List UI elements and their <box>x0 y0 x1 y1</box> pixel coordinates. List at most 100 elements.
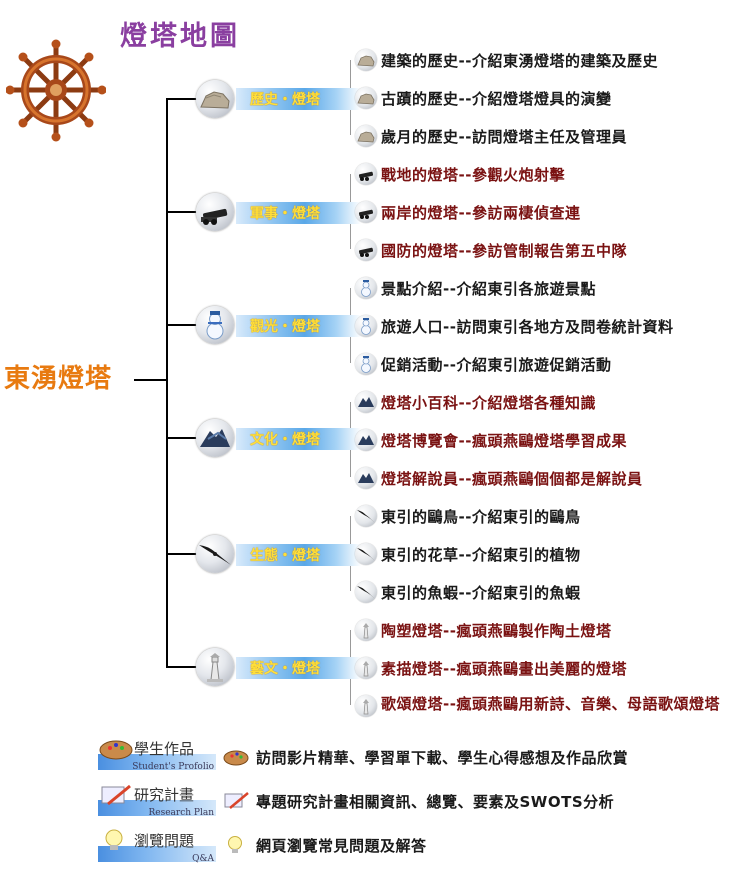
item-text: 國防的燈塔--參訪管制報告第五中隊 <box>381 241 627 260</box>
snowman-icon <box>355 353 377 375</box>
gull-icon <box>355 505 377 527</box>
gull-icon <box>355 581 377 603</box>
branch-line <box>166 553 198 555</box>
item-text: 素描燈塔--瘋頭燕鷗畫出美麗的燈塔 <box>381 659 627 678</box>
branch-line <box>166 666 198 668</box>
seabird-icon <box>355 391 377 413</box>
item-text: 建築的歷史--介紹東湧燈塔的建築及歷史 <box>381 51 658 70</box>
category-arts[interactable]: 藝文・燈塔 <box>250 661 320 677</box>
lightbulb-icon <box>228 836 242 853</box>
button-bar <box>98 754 216 770</box>
item-link[interactable]: 旅遊人口--訪問東引各地方及問卷統計資料 <box>355 314 673 338</box>
item-link[interactable]: 歌頌燈塔--瘋頭燕鷗用新詩、音樂、母語歌頌燈塔 <box>355 694 721 736</box>
tree-trunk <box>166 98 168 667</box>
branch-line <box>166 437 198 439</box>
item-link[interactable]: 燈塔解說員--瘋頭燕鷗個個都是解說員 <box>355 466 642 490</box>
item-text: 東引的鷗鳥--介紹東引的鷗鳥 <box>381 507 581 526</box>
item-link[interactable]: 國防的燈塔--參訪管制報告第五中隊 <box>355 238 627 262</box>
item-link[interactable]: 兩岸的燈塔--參訪兩棲偵查連 <box>355 200 580 224</box>
category-banner <box>236 544 361 566</box>
category-ecology[interactable]: 生態・燈塔 <box>250 548 320 564</box>
lighthouse-icon <box>355 619 377 641</box>
item-text: 東引的魚蝦--介紹東引的魚蝦 <box>381 583 581 602</box>
seabird-icon[interactable] <box>196 419 234 457</box>
cannon-icon <box>355 163 377 185</box>
rock-icon[interactable] <box>196 80 234 118</box>
item-text: 旅遊人口--訪問東引各地方及問卷統計資料 <box>381 317 674 336</box>
bottom-link-text: 專題研究計畫相關資訊、總覽、要素及SWOTS分析 <box>256 792 615 811</box>
pencil-paper-icon <box>224 792 249 809</box>
item-link[interactable]: 戰地的燈塔--參觀火炮射擊 <box>355 162 565 186</box>
gull-icon <box>355 543 377 565</box>
item-link[interactable]: 素描燈塔--瘋頭燕鷗畫出美麗的燈塔 <box>355 656 627 680</box>
lighthouse-icon[interactable] <box>196 648 234 686</box>
item-text: 燈塔博覽會--瘋頭燕鷗燈塔學習成果 <box>381 431 627 450</box>
button-title: 瀏覽問題 <box>134 832 195 850</box>
category-banner <box>236 88 361 110</box>
category-military[interactable]: 軍事・燈塔 <box>250 206 320 222</box>
button-title: 學生作品 <box>134 740 195 758</box>
branch-line <box>166 324 198 326</box>
button-title: 研究計畫 <box>134 786 195 804</box>
category-banner <box>236 657 361 679</box>
button-bar <box>98 800 216 816</box>
root-connector <box>134 379 168 381</box>
snowman-icon[interactable] <box>196 306 234 344</box>
research-plan-button[interactable]: 研究計畫 Research Plan <box>98 784 216 818</box>
button-subtitle: Research Plan <box>148 808 214 818</box>
site-title: 燈塔地圖 <box>120 21 240 52</box>
item-link[interactable]: 東引的鷗鳥--介紹東引的鷗鳥 <box>355 504 580 528</box>
snowman-icon <box>355 277 377 299</box>
bottom-link[interactable]: 網頁瀏覽常見問題及解答 <box>222 832 427 858</box>
item-text: 促銷活動--介紹東引旅遊促銷活動 <box>381 355 612 374</box>
item-text: 景點介紹--介紹東引各旅遊景點 <box>381 279 596 298</box>
item-link[interactable]: 燈塔博覽會--瘋頭燕鷗燈塔學習成果 <box>355 428 627 452</box>
category-banner <box>236 428 361 450</box>
item-text: 兩岸的燈塔--參訪兩棲偵查連 <box>381 203 581 222</box>
item-text: 戰地的燈塔--參觀火炮射擊 <box>381 165 565 184</box>
palette-icon <box>223 750 249 766</box>
snowman-icon <box>355 315 377 337</box>
cannon-icon[interactable] <box>196 193 234 231</box>
cannon-icon <box>355 239 377 261</box>
lighthouse-icon <box>355 657 377 679</box>
item-text: 陶塑燈塔--瘋頭燕鷗製作陶土燈塔 <box>381 621 612 640</box>
bottom-link-text: 網頁瀏覽常見問題及解答 <box>256 836 427 855</box>
item-link[interactable]: 東引的花草--介紹東引的植物 <box>355 542 580 566</box>
category-history[interactable]: 歷史・燈塔 <box>250 92 320 108</box>
lighthouse-icon <box>355 695 377 717</box>
bottom-link[interactable]: 專題研究計畫相關資訊、總覽、要素及SWOTS分析 <box>222 788 614 814</box>
category-culture[interactable]: 文化・燈塔 <box>250 432 320 448</box>
gull-icon[interactable] <box>196 535 234 573</box>
root-label[interactable]: 東湧燈塔 <box>4 364 113 394</box>
item-text: 歌頌燈塔--瘋頭燕鷗用新詩、音樂、母語歌頌燈塔 <box>381 695 720 713</box>
item-link[interactable]: 促銷活動--介紹東引旅遊促銷活動 <box>355 352 611 376</box>
rock-icon <box>355 87 377 109</box>
item-link[interactable]: 東引的魚蝦--介紹東引的魚蝦 <box>355 580 580 604</box>
bottom-link[interactable]: 訪問影片精華、學習單下載、學生心得感想及作品欣賞 <box>222 744 628 770</box>
pencil-paper-icon <box>101 784 131 806</box>
rock-icon <box>355 125 377 147</box>
bottom-link-text: 訪問影片精華、學習單下載、學生心得感想及作品欣賞 <box>256 748 629 767</box>
ship-wheel-icon <box>6 39 106 142</box>
category-banner <box>236 315 361 337</box>
item-link[interactable]: 景點介紹--介紹東引各旅遊景點 <box>355 276 596 300</box>
qa-button[interactable]: 瀏覽問題 Q&A <box>98 829 216 864</box>
cannon-icon <box>355 201 377 223</box>
item-link[interactable]: 歲月的歷史--訪問燈塔主任及管理員 <box>355 124 627 148</box>
button-subtitle: Q&A <box>192 854 214 864</box>
seabird-icon <box>355 429 377 451</box>
branch-line <box>166 211 198 213</box>
item-link[interactable]: 燈塔小百科--介紹燈塔各種知識 <box>355 390 596 414</box>
item-link[interactable]: 陶塑燈塔--瘋頭燕鷗製作陶土燈塔 <box>355 618 611 642</box>
item-text: 燈塔解說員--瘋頭燕鷗個個都是解說員 <box>381 469 643 488</box>
rock-icon <box>355 49 377 71</box>
palette-icon <box>99 740 133 760</box>
item-link[interactable]: 建築的歷史--介紹東湧燈塔的建築及歷史 <box>355 48 658 72</box>
seabird-icon <box>355 467 377 489</box>
category-tourism[interactable]: 觀光・燈塔 <box>250 319 320 335</box>
student-portfolio-button[interactable]: 學生作品 Student's Profolio <box>98 740 216 772</box>
category-banner <box>236 202 361 224</box>
item-link[interactable]: 古蹟的歷史--介紹燈塔燈具的演變 <box>355 86 611 110</box>
item-text: 東引的花草--介紹東引的植物 <box>381 545 581 564</box>
